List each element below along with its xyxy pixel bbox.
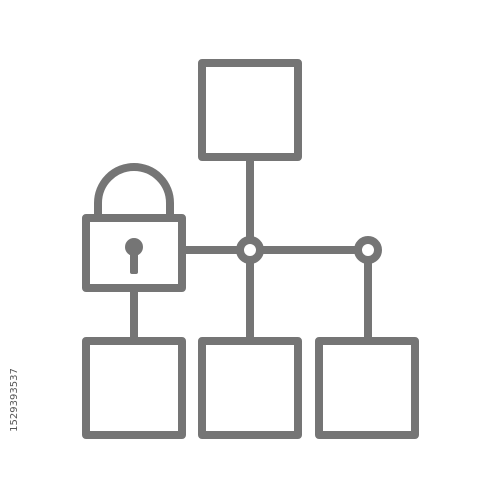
right-junction-node xyxy=(354,236,382,264)
top-node-box xyxy=(198,59,302,161)
bottom-left-node-box xyxy=(82,337,186,439)
center-junction-node xyxy=(236,236,264,264)
bottom-right-node-box xyxy=(315,337,419,439)
image-id-label: 1529393537 xyxy=(9,368,20,432)
bottom-middle-node-box xyxy=(198,337,302,439)
lock-shackle xyxy=(94,163,174,216)
keyhole-icon xyxy=(125,238,143,274)
